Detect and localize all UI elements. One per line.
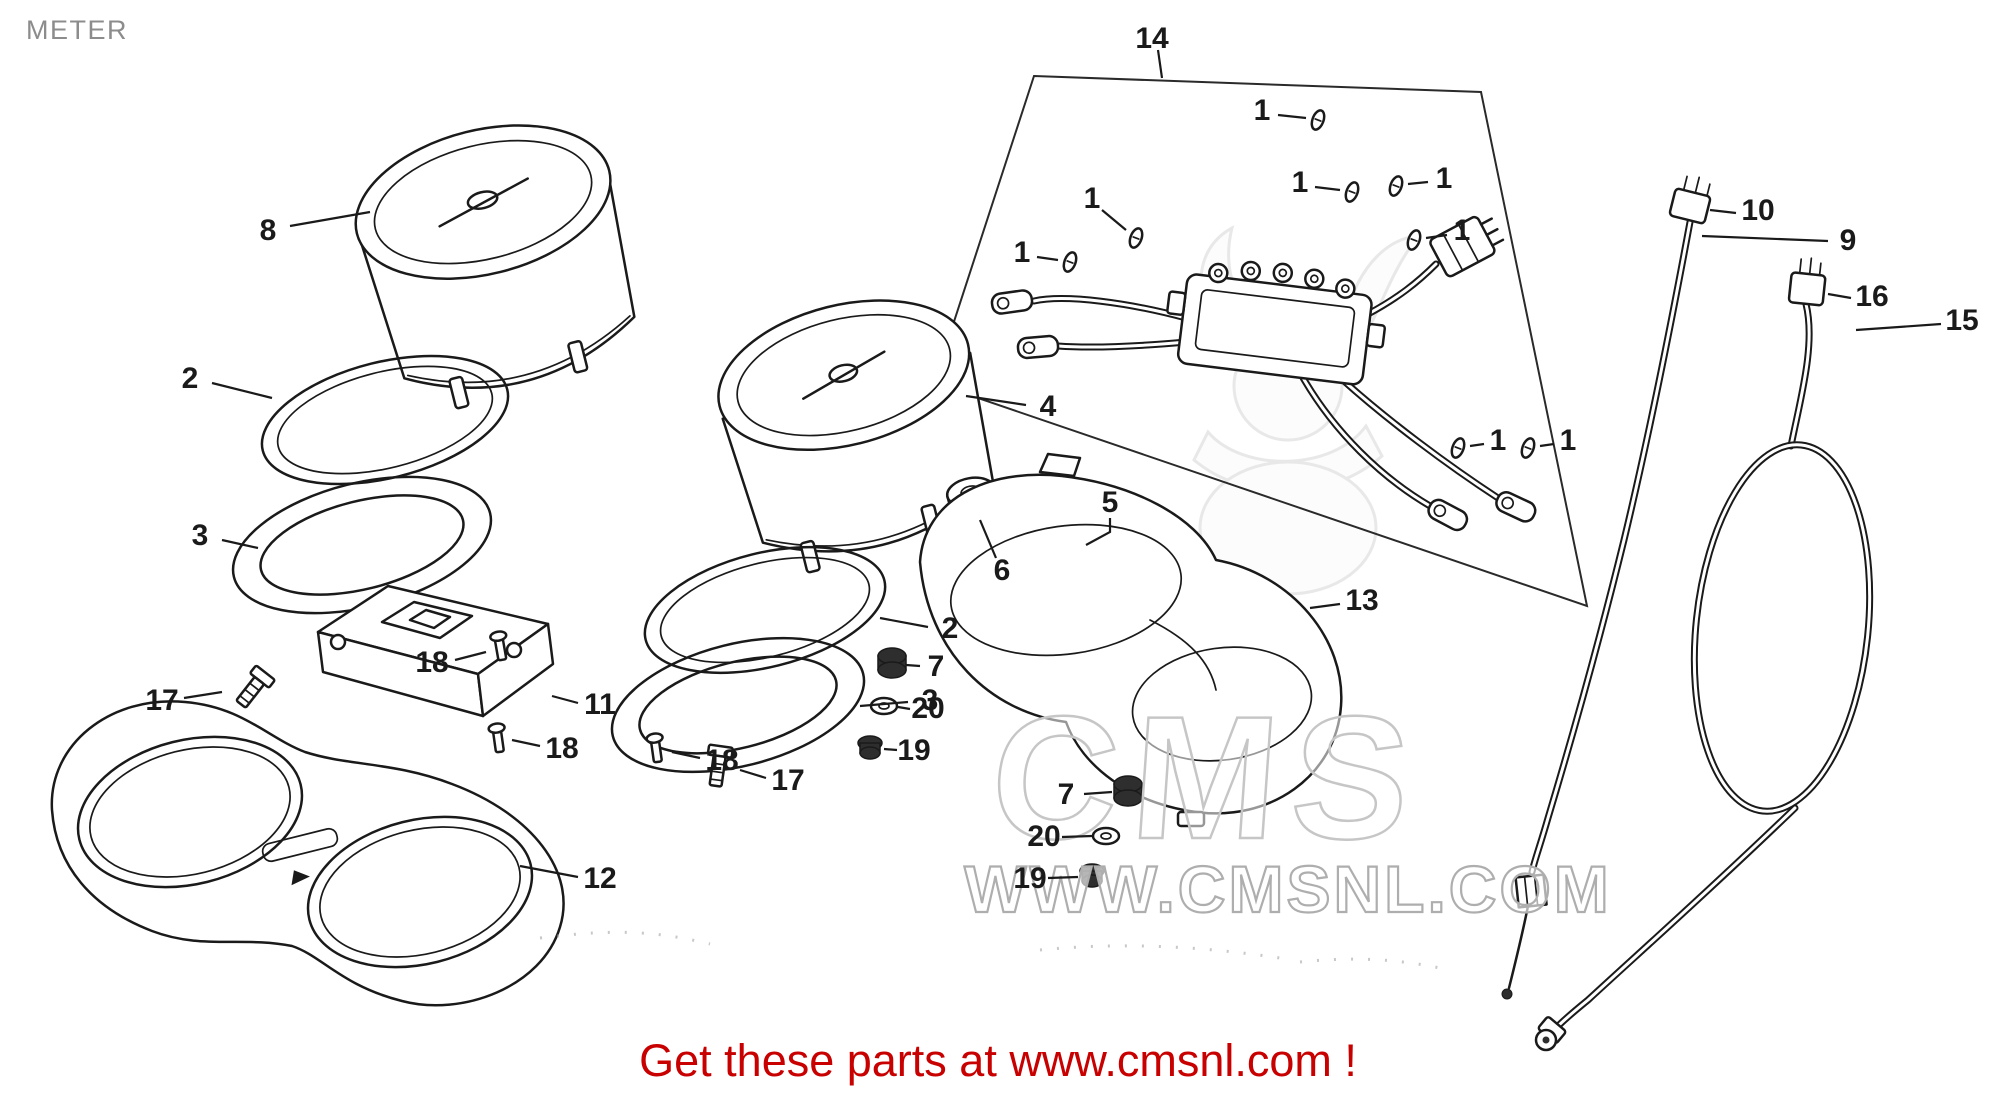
callout-6: 6 [994,554,1011,587]
pin-1-g [1450,437,1466,459]
callout-2: 2 [182,362,199,395]
harness-connector-plug [1429,215,1505,278]
callout-8: 8 [260,214,277,247]
callout-15: 15 [1945,304,1978,337]
pin-1-b [1344,181,1360,203]
callout-3: 3 [192,519,209,552]
ring-terminal-3 [1427,498,1469,532]
callout-2: 2 [942,612,959,645]
callout-1: 1 [1254,94,1271,127]
grommet-19-left [857,735,883,760]
bezel-ring-3-right [610,636,866,774]
screw-18-a [489,630,508,662]
speckle-dots [1039,944,1281,960]
callout-13: 13 [1345,584,1378,617]
meter-upper-case-13 [918,452,1343,828]
watermark-url-text: WWW.CMSNL.COM [964,852,1612,926]
pin-1-c [1388,175,1404,197]
meter-gauge-4 [717,299,995,574]
meter-lower-case-12 [50,700,565,1007]
cable-connector-16 [1787,257,1827,307]
callout-7: 7 [1058,778,1075,811]
callout-7: 7 [928,650,945,683]
lock-nut-7-right [1113,775,1143,807]
cable-end-fitting [1534,1016,1567,1052]
callout-12: 12 [583,862,616,895]
meter-gauge-8 [354,124,636,410]
callout-18: 18 [415,646,448,679]
cable-hex-fitting [1514,873,1548,909]
washer-20-right [1091,826,1121,846]
callout-1: 1 [1490,424,1507,457]
speckle-dots [539,930,711,946]
grommet-19-right [1079,863,1105,888]
callout-1: 1 [1014,236,1031,269]
callout-labels: 14 8 2 3 4 2 3 5 6 18 18 18 17 17 11 12 … [145,22,1978,895]
meter-bracket-11 [316,584,555,718]
washer-20-left [869,696,899,716]
callout-18: 18 [545,732,578,765]
bolt-17-a [235,664,276,709]
callout-19: 19 [897,734,930,767]
pin-1-a [1310,109,1326,131]
harness-wire-left-2 [1054,338,1190,351]
callout-3: 3 [922,684,939,717]
harness-wire-down-1 [1298,372,1434,510]
screw-18-b [487,722,506,754]
callout-1: 1 [1436,162,1453,195]
speckle-dots [1299,957,1441,970]
callout-9: 9 [1840,224,1857,257]
callout-14: 14 [1135,22,1169,55]
page-title: METER [26,15,128,45]
ring-terminal-2 [1016,334,1060,360]
watermark-logo-text: CMS [985,680,1430,876]
callout-11: 11 [584,688,616,721]
harness-wire-left-1 [1030,295,1190,322]
callout-1: 1 [1292,166,1309,199]
bolt-17-b [706,743,734,788]
leader-lines [183,49,1942,880]
pin-1-d [1128,227,1144,249]
pin-1-e [1406,229,1422,251]
callout-17: 17 [771,764,804,797]
footer-promo-link[interactable]: Get these parts at www.cmsnl.com ! [639,1035,1357,1086]
harness-wire-right [1364,260,1440,318]
tachometer-cable [1534,257,1874,1052]
harness-junction-block [1166,260,1387,386]
callout-16: 16 [1855,280,1888,313]
ring-terminal-1 [990,289,1034,315]
callout-10: 10 [1741,194,1774,227]
callout-20: 20 [1027,820,1060,853]
callout-17: 17 [145,684,178,717]
callout-19: 19 [1013,862,1046,895]
lock-nut-7-left [877,647,907,679]
screw-18-c [645,732,664,764]
callout-20: 20 [911,692,944,725]
callout-4: 4 [1040,390,1057,423]
pin-1-h [1520,437,1536,459]
pin-1-f [1062,251,1078,273]
callout-1: 1 [1454,214,1471,247]
callout-18: 18 [705,744,738,777]
harness-wire-down-2 [1330,368,1502,502]
callout-1: 1 [1084,182,1101,215]
speedometer-cable [1501,175,1712,1000]
ring-terminal-4 [1495,491,1537,523]
callout-5: 5 [1102,486,1119,519]
callout-1: 1 [1560,424,1577,457]
cable-connector-10 [1668,175,1712,225]
harness-group-outline [932,74,1589,608]
